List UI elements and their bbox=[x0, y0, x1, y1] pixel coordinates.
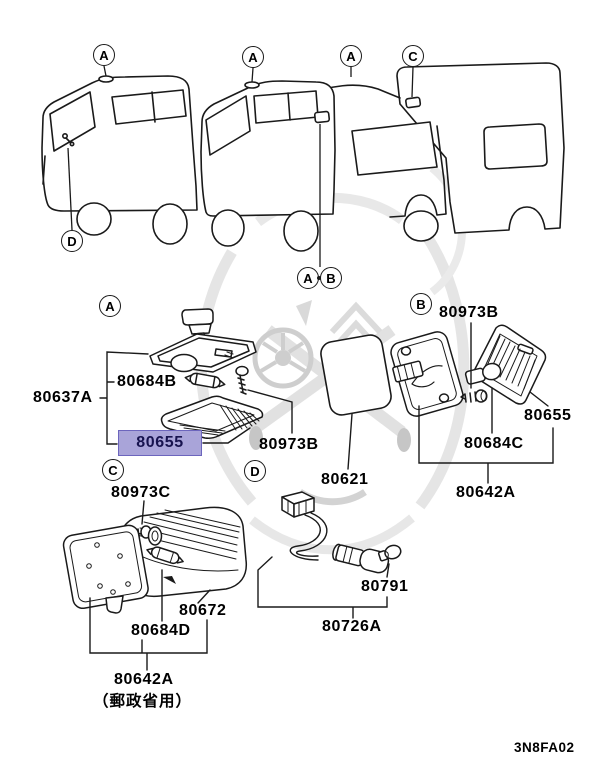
rear-lamp-c-drawing bbox=[62, 506, 248, 614]
part-label-80684b[interactable]: 80684B bbox=[117, 373, 177, 390]
part-label-80726a[interactable]: 80726A bbox=[322, 618, 382, 635]
part-label-80973b-b[interactable]: 80973B bbox=[439, 304, 499, 321]
part-label-80655-highlighted[interactable]: 80655 bbox=[118, 430, 202, 456]
part-label-80973b-a[interactable]: 80973B bbox=[259, 436, 319, 453]
section-callout-d: D bbox=[244, 460, 266, 482]
part-label-80973c[interactable]: 80973C bbox=[111, 484, 171, 501]
part-label-80621[interactable]: 80621 bbox=[321, 471, 369, 488]
part-label-80684c[interactable]: 80684C bbox=[464, 435, 524, 452]
part-label-80684d[interactable]: 80684D bbox=[131, 622, 191, 639]
section-callout-b: B bbox=[410, 293, 432, 315]
van-callout-ab-a: A bbox=[297, 267, 319, 289]
van-callout-ab-b: B bbox=[320, 267, 342, 289]
van-callout-leaders bbox=[67, 65, 414, 267]
part-label-80791[interactable]: 80791 bbox=[361, 578, 409, 595]
part-label-80655-b[interactable]: 80655 bbox=[524, 407, 572, 424]
section-callout-c: C bbox=[102, 459, 124, 481]
part-label-80642a-c[interactable]: 80642A bbox=[114, 671, 174, 688]
part-label-80642a-b[interactable]: 80642A bbox=[456, 484, 516, 501]
dome-lamp-drawing bbox=[149, 308, 264, 439]
part-label-80637a[interactable]: 80637A bbox=[33, 389, 93, 406]
section-callout-a: A bbox=[99, 295, 121, 317]
van-outline-left bbox=[41, 75, 198, 245]
van-outline-right bbox=[304, 62, 565, 242]
part-label-80672[interactable]: 80672 bbox=[179, 602, 227, 619]
harness-d-drawing bbox=[281, 491, 402, 574]
leader-lines bbox=[89, 322, 554, 671]
van-callout-d: D bbox=[61, 230, 83, 252]
van-callout-c: C bbox=[402, 45, 424, 67]
postal-ministry-note: （郵政省用） bbox=[93, 693, 193, 710]
lamp-plate-80621-drawing bbox=[320, 334, 392, 416]
van-callout-a2: A bbox=[242, 46, 264, 68]
van-outline-middle bbox=[200, 80, 336, 252]
van-callout-a3: A bbox=[340, 45, 362, 67]
callout-separator-dot bbox=[317, 276, 321, 280]
van-callout-a1: A bbox=[93, 44, 115, 66]
room-lamp-b-drawing bbox=[390, 324, 547, 417]
diagram-code: 3N8FA02 bbox=[514, 740, 575, 755]
